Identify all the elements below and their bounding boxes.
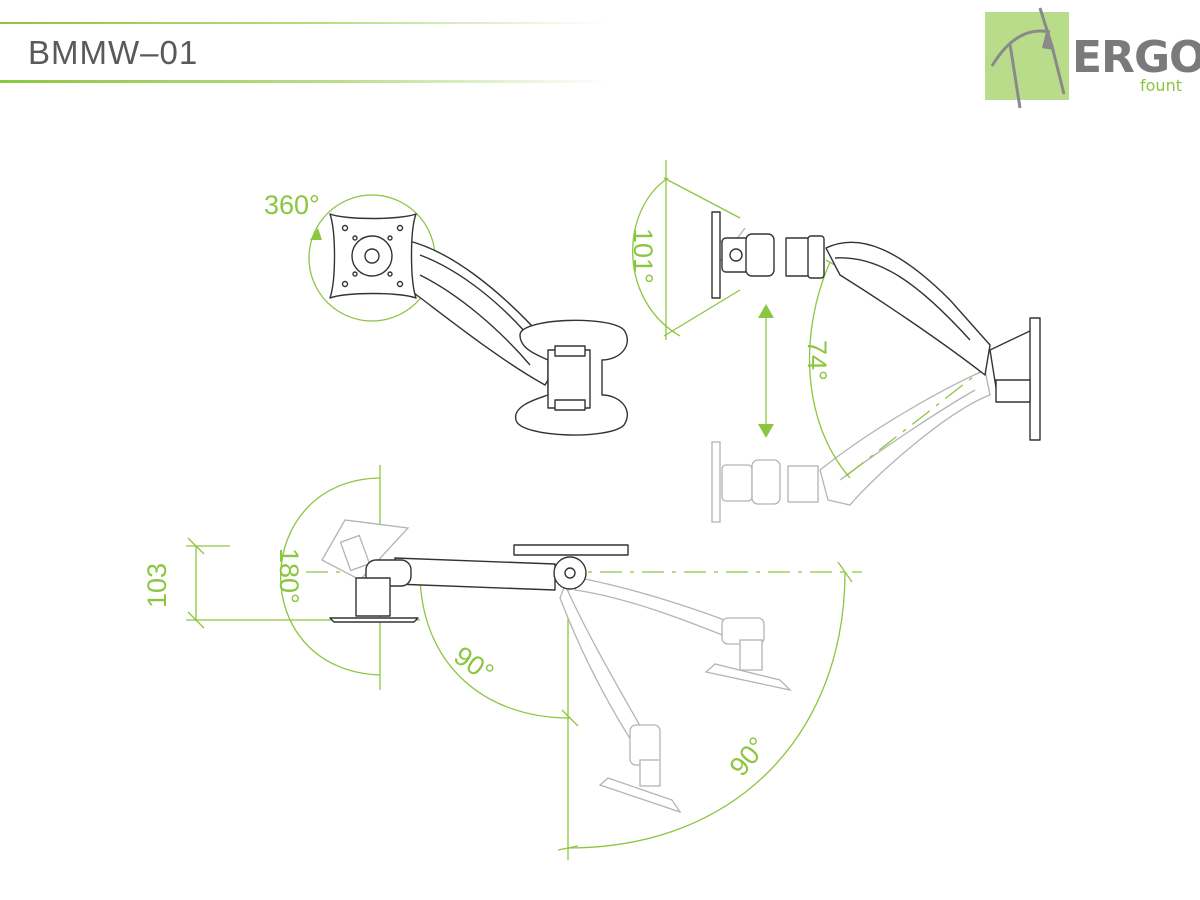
offset-label: 103 [142, 563, 172, 608]
ghost-swing-arms [559, 577, 793, 814]
header-rule-top [0, 22, 610, 24]
height-arc [808, 261, 851, 479]
front-arm [404, 239, 561, 386]
brand-mark-icon [985, 7, 1069, 109]
rotation-arrow-icon [310, 228, 322, 240]
side-arm [825, 241, 991, 376]
model-title: BMMW–01 [28, 34, 199, 71]
elbow-swing-label: 90° [449, 640, 500, 688]
rotation-label: 360° [264, 190, 320, 220]
header-rule-bottom [0, 80, 610, 83]
brand-wordmark: ERGO [1072, 32, 1200, 83]
wall-plate [1029, 317, 1041, 441]
height-arc-label: 74° [802, 340, 832, 381]
top-monitor-plate [513, 544, 629, 556]
top-arm [394, 557, 556, 591]
top-clamp [355, 577, 391, 617]
ghost-swivel-head [321, 519, 410, 581]
side-monitor-plate [711, 211, 721, 299]
vesa-plate [329, 213, 417, 299]
ghost-lower-arm [711, 369, 991, 523]
brand-subtitle: fount [1140, 76, 1182, 95]
height-up-arrow-icon [758, 304, 774, 318]
elbow-arc [419, 571, 571, 719]
top-view: 103 180° 90° 90° [142, 465, 862, 860]
swivel-label: 180° [274, 548, 304, 604]
tilt-arc [632, 177, 681, 337]
swivel-arc [279, 477, 381, 676]
front-view: 360° [264, 190, 629, 436]
side-view: 101° 74° [628, 160, 1041, 523]
base-arc [567, 571, 846, 849]
height-down-arrow-icon [758, 424, 774, 438]
tilt-label: 101° [628, 228, 658, 284]
